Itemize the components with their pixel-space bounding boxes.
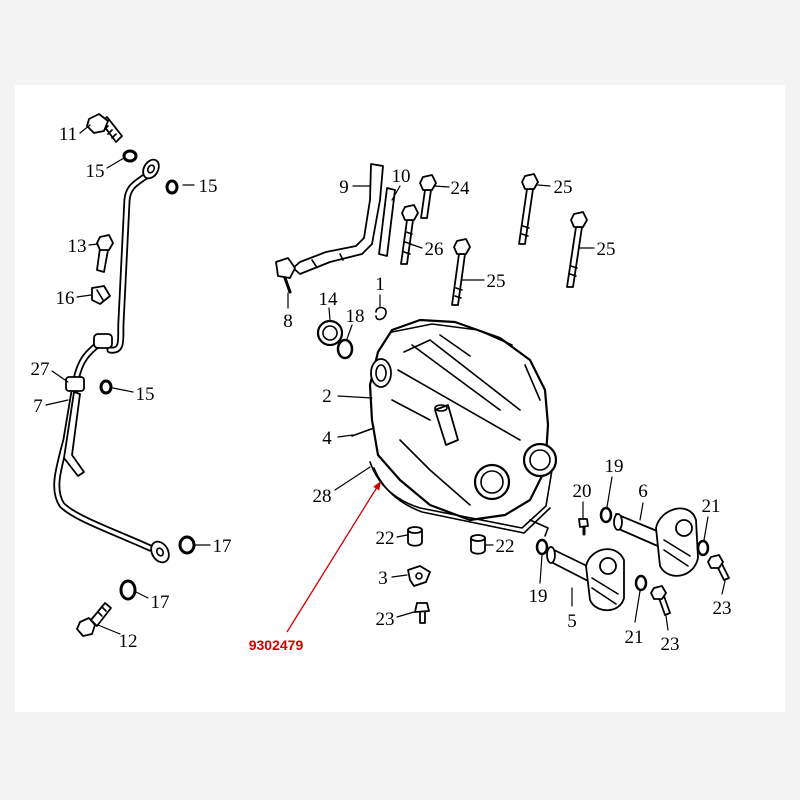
bracket-strip [378, 187, 396, 257]
pipe-joint [93, 333, 113, 349]
callout-3: 3 [378, 568, 388, 589]
callout-28: 28 [313, 486, 332, 507]
screw [414, 602, 430, 624]
washer [178, 535, 196, 555]
pipe-fitting [91, 285, 111, 305]
callout-22-a: 22 [376, 528, 395, 549]
callout-24: 24 [451, 178, 471, 199]
callout-25-a: 25 [554, 177, 573, 198]
callout-18: 18 [346, 306, 365, 327]
dowel-pin [470, 534, 486, 555]
port [473, 463, 511, 501]
callout-17-b: 17 [151, 592, 170, 613]
cylinder-head-cover [368, 318, 558, 522]
callout-23-c: 23 [713, 598, 732, 619]
pipe-bracket [63, 391, 85, 477]
arrow-head-icon [373, 481, 381, 491]
callout-13: 13 [68, 236, 87, 257]
washer [535, 538, 549, 556]
callout-7: 7 [33, 396, 43, 417]
callout-27: 27 [31, 359, 50, 380]
callout-22-b: 22 [496, 536, 515, 557]
callout-8: 8 [283, 311, 293, 332]
callout-25-b: 25 [487, 271, 506, 292]
washer [634, 574, 648, 592]
bolt [566, 211, 588, 288]
rocker-shaft-lower [546, 546, 625, 612]
callout-5: 5 [567, 611, 577, 632]
dowel-pin [407, 526, 423, 547]
bolt [518, 173, 539, 245]
callout-9: 9 [339, 177, 349, 198]
callout-16: 16 [56, 288, 75, 309]
callout-15-a: 15 [86, 161, 105, 182]
port [522, 442, 558, 478]
upper-oil-pipe [106, 158, 160, 354]
banjo-bolt [86, 113, 123, 143]
bolt [451, 238, 471, 306]
bracket [292, 163, 384, 275]
leader-lines [45, 124, 726, 635]
callout-21-b: 21 [625, 627, 644, 648]
part-number-label: 9302479 [249, 637, 304, 653]
lower-oil-pipe [53, 339, 170, 564]
callout-4: 4 [322, 428, 332, 449]
callout-14: 14 [319, 289, 339, 310]
rocker-shaft-upper [613, 507, 699, 577]
callout-23-b: 23 [661, 634, 680, 655]
callout-15-b: 15 [199, 176, 218, 197]
retaining-clip [407, 565, 431, 587]
bolt [650, 585, 671, 616]
bracket-bolt [275, 257, 296, 294]
pipe-bolt [96, 234, 114, 273]
callout-25-c: 25 [597, 239, 616, 260]
callout-6: 6 [638, 481, 648, 502]
callout-10: 10 [392, 166, 411, 187]
callout-23-a: 23 [376, 609, 395, 630]
washer [122, 149, 138, 163]
washer [119, 579, 137, 601]
washer [599, 506, 613, 524]
banjo-bolt [76, 602, 112, 637]
callout-12: 12 [119, 631, 138, 652]
callout-labels: 11 15 15 13 16 27 7 15 17 17 12 9 10 24 … [31, 124, 732, 655]
bolt [419, 174, 437, 219]
bolt [707, 554, 730, 581]
callout-19-a: 19 [605, 456, 624, 477]
oil-pipe-assembly [53, 113, 196, 637]
cover-gasket [351, 427, 553, 537]
callout-21-a: 21 [702, 496, 721, 517]
part-number-pointer [286, 481, 381, 633]
o-ring [336, 338, 354, 360]
bracket-assembly [275, 163, 396, 294]
washer [165, 179, 179, 195]
callout-26: 26 [425, 239, 444, 260]
callout-15-c: 15 [136, 384, 155, 405]
small-bolt [578, 518, 589, 536]
pipe-clamp [65, 376, 85, 392]
callout-20: 20 [573, 481, 592, 502]
callout-1: 1 [375, 274, 385, 295]
small-clip [375, 306, 387, 321]
callout-19-b: 19 [529, 586, 548, 607]
callout-17-a: 17 [213, 536, 232, 557]
washer [696, 539, 710, 557]
callout-11: 11 [59, 124, 77, 145]
bolt [400, 204, 419, 265]
gauge-plug [316, 319, 344, 347]
callout-2: 2 [322, 386, 332, 407]
washer [99, 379, 113, 395]
